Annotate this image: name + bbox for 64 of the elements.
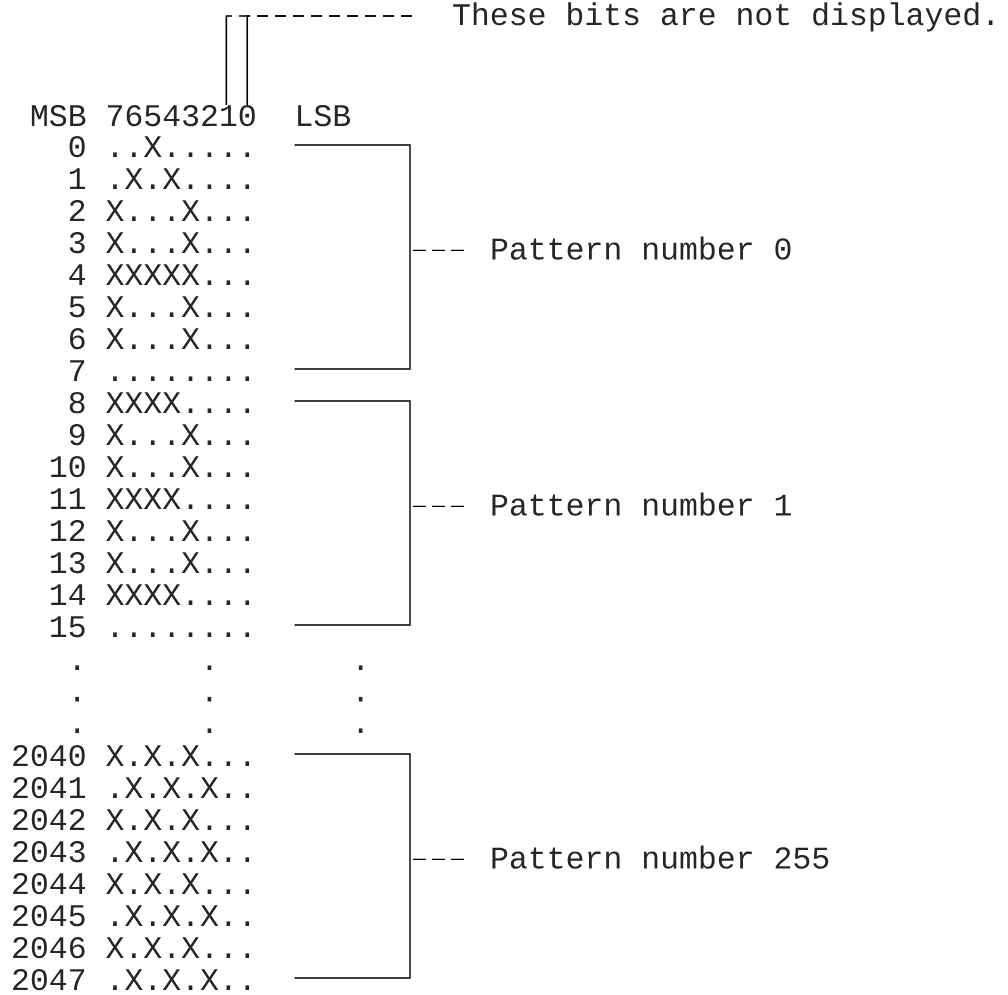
row-number: 2041 (13, 776, 86, 799)
bit-header: 76543210 (107, 104, 255, 127)
bit-pattern: .X.X.X.. (113, 969, 250, 990)
ellipsis-dot: . (358, 728, 363, 733)
bit-pattern: XXXX.... (106, 392, 250, 413)
ellipsis-dot: . (75, 728, 79, 733)
bit-pattern: X.X.X... (106, 873, 250, 894)
row-number: 0 (69, 135, 85, 158)
row-number: 1 (70, 168, 86, 189)
row-number: 2 (69, 199, 85, 221)
bit-pattern: X...X... (106, 200, 250, 221)
bit-pattern: X.X.X... (106, 937, 250, 958)
bit-pattern: .X.X.... (113, 168, 250, 189)
bit-pattern: X...X... (106, 520, 250, 541)
bit-pattern: .X.X.X.. (113, 905, 250, 926)
pattern-label: Pattern number 255 (492, 845, 829, 869)
row-number: 2042 (13, 808, 85, 831)
bit-pattern: X...X... (106, 424, 250, 445)
row-number: 13 (51, 551, 85, 574)
bit-pattern: ..X..... (113, 136, 250, 157)
bit-pattern: XXXXX... (106, 264, 250, 285)
bit-pattern: .X.X.X.. (113, 777, 250, 798)
row-number: 2047 (13, 968, 85, 991)
row-number: 2044 (13, 872, 85, 895)
bit-pattern: X...X... (106, 456, 250, 477)
ellipsis-dot: . (75, 696, 79, 702)
bit-pattern: ........ (113, 376, 250, 381)
ellipsis-dot: . (207, 728, 212, 733)
row-number: 2040 (13, 744, 85, 767)
row-number: 3 (69, 231, 85, 254)
bit-pattern: X...X... (106, 552, 250, 573)
bit-pattern: X...X... (106, 328, 250, 349)
bit-pattern: X.X.X... (106, 745, 250, 766)
row-number: 4 (69, 264, 85, 285)
row-number: 15 (51, 616, 85, 638)
ellipsis-dot: . (358, 665, 363, 670)
bit-pattern: .X.X.X.. (113, 841, 250, 862)
ellipsis-dot: . (75, 665, 79, 670)
bit-order-label: MSB (31, 104, 86, 127)
bit-pattern: XXXX.... (106, 488, 250, 509)
row-number: 12 (51, 519, 85, 541)
row-number: 2045 (13, 904, 85, 927)
ellipsis-dot: . (358, 696, 363, 702)
note-text: These bits are not displayed. (453, 2, 993, 32)
bit-pattern: XXXX.... (106, 584, 250, 605)
pattern-label: Pattern number 0 (492, 236, 791, 260)
row-number: 7 (70, 360, 85, 381)
row-number: 5 (69, 296, 85, 318)
row-number: 9 (69, 423, 85, 446)
pattern-label: Pattern number 1 (492, 492, 791, 516)
bit-pattern: X.X.X... (106, 809, 250, 830)
row-number: 10 (51, 455, 85, 478)
ellipsis-dot: . (207, 665, 212, 670)
bit-pattern: X...X... (106, 232, 250, 253)
bit-order-label: LSB (298, 104, 350, 127)
bit-pattern: ........ (113, 632, 250, 637)
bit-pattern: X...X... (106, 296, 250, 317)
row-number: 14 (51, 584, 85, 605)
ellipsis-dot: . (207, 696, 212, 702)
row-number: 6 (70, 327, 85, 350)
row-number: 8 (69, 391, 85, 414)
row-number: 2043 (13, 840, 85, 863)
row-number: 11 (51, 488, 86, 509)
row-number: 2046 (13, 936, 85, 959)
